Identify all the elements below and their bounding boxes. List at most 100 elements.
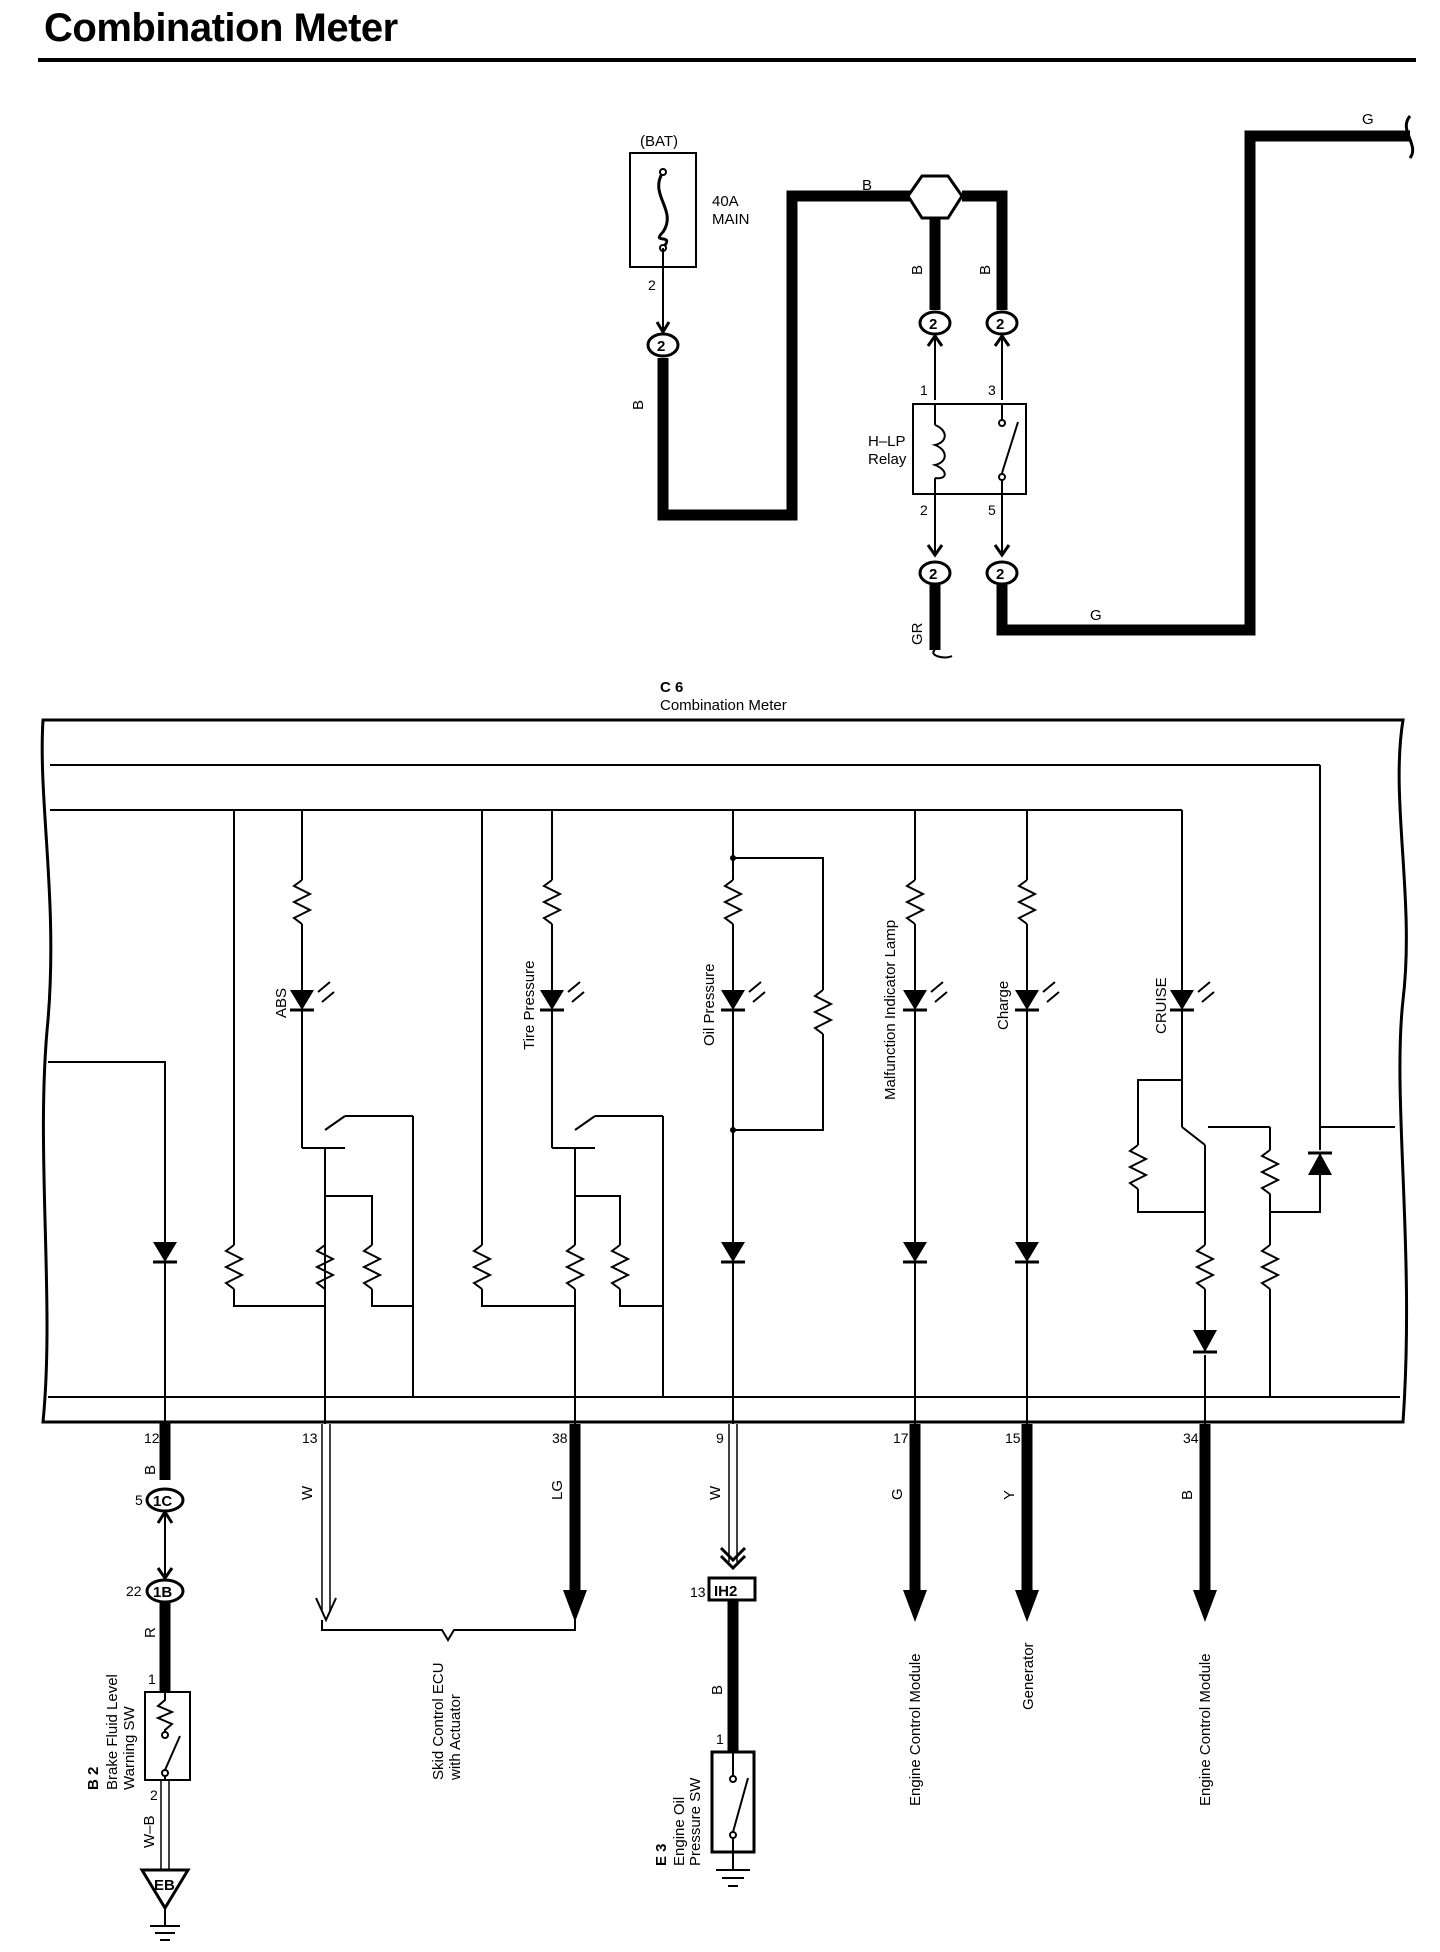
connector-label: 2 <box>996 316 1004 333</box>
relay-switch-icon <box>998 404 1019 494</box>
relay-pin: 1 <box>920 382 928 398</box>
connector-chevron <box>655 321 671 335</box>
connector-icon <box>145 1578 185 1604</box>
wire-color: Y <box>1001 1490 1018 1500</box>
fuse-pin: 2 <box>648 277 656 293</box>
destination-label: Generator <box>1020 1642 1037 1710</box>
lamp-label: Oil Pressure <box>701 963 718 1046</box>
ground-icon <box>150 1908 180 1941</box>
wire-color: W <box>299 1485 316 1500</box>
bat-label: (BAT) <box>640 133 678 150</box>
fuse-icon <box>657 168 669 252</box>
wire-color: LG <box>549 1480 566 1500</box>
terminal-9: 9 W <box>707 1424 747 1571</box>
lamp-charge: Charge <box>995 810 1060 1242</box>
connector-pin: 22 <box>126 1583 142 1599</box>
wire-color: B <box>909 265 926 275</box>
lamp-oil-pressure: Oil Pressure <box>701 810 834 1242</box>
meter-circuitry <box>223 810 1321 1424</box>
connector-label: 1C <box>153 1493 172 1510</box>
wire-color: B <box>630 400 647 410</box>
connector-label: IH2 <box>714 1583 737 1600</box>
component-code: E 3 <box>653 1843 670 1866</box>
lamp-label: Charge <box>995 981 1012 1030</box>
terminal-pin: 12 <box>144 1430 160 1446</box>
wire-color: R <box>142 1627 159 1638</box>
wire-color: GR <box>909 622 926 645</box>
relay-name: H–LP <box>868 433 906 450</box>
terminal-pin: 15 <box>1005 1430 1021 1446</box>
terminal-pin: 17 <box>893 1430 909 1446</box>
brake-switch-icon <box>155 1692 181 1780</box>
wire-color: B <box>977 265 994 275</box>
connector-icon <box>918 560 952 586</box>
lamp-abs: ABS <box>273 810 335 1130</box>
connector-pin: 13 <box>690 1584 706 1600</box>
terminal-38: 38 LG <box>549 1424 587 1622</box>
page-title: Combination Meter <box>44 6 398 50</box>
wire-g <box>996 130 1410 636</box>
connector-label: 2 <box>929 316 937 333</box>
ground-icon <box>716 1852 750 1887</box>
ground-label: EB <box>154 1877 175 1894</box>
ground-point-icon <box>139 1868 191 1911</box>
wire-color: B <box>862 177 872 194</box>
wire-color: B <box>142 1465 159 1475</box>
component-name: Brake Fluid Level <box>104 1674 121 1790</box>
relay-name: Relay <box>868 451 907 468</box>
lamp-label: Tire Pressure <box>521 961 538 1050</box>
oil-pressure-branch: 13 IH2 B 1 E 3 Engine Oil Pressure SW <box>653 1576 757 1887</box>
wire-color: G <box>1362 111 1374 128</box>
relay-coil-icon <box>931 404 946 494</box>
connector-label: 1B <box>153 1584 172 1601</box>
skid-brace: Skid Control ECU with Actuator <box>321 1620 576 1781</box>
fuse-rating: 40A <box>712 193 739 210</box>
relay-box <box>912 403 1027 495</box>
connector-icon <box>646 332 680 358</box>
connector-label: 2 <box>657 338 665 355</box>
terminal-17: 17 G <box>889 1424 927 1622</box>
terminal-pin: 13 <box>302 1430 318 1446</box>
connector-label: 2 <box>929 566 937 583</box>
component-name: Engine Oil <box>671 1797 688 1866</box>
lamp-mil: Malfunction Indicator Lamp <box>882 810 948 1242</box>
meter-diodes <box>153 1151 1332 1424</box>
terminal-13: 13 W <box>299 1424 337 1623</box>
lamp-tire-pressure: Tire Pressure <box>521 810 585 1130</box>
terminal-pin: 38 <box>552 1430 568 1446</box>
destination-label: Engine Control Module <box>1197 1653 1214 1806</box>
oil-switch-icon <box>729 1752 749 1852</box>
component-code: B 2 <box>85 1767 102 1790</box>
terminal-pin: 9 <box>716 1430 724 1446</box>
terminal-15: 15 Y <box>1001 1424 1039 1622</box>
meter-outline <box>40 718 1409 1424</box>
title-rule <box>38 58 1416 62</box>
meter-section: C 6 Combination Meter <box>40 679 1409 1424</box>
lamp-cruise: CRUISE <box>1153 810 1215 1080</box>
destination-label: Skid Control ECU <box>430 1662 447 1780</box>
lamp-label: Malfunction Indicator Lamp <box>882 920 899 1100</box>
connector-icon <box>985 560 1019 586</box>
connector-label: 2 <box>996 566 1004 583</box>
switch-pin: 1 <box>148 1671 156 1687</box>
component-name: Pressure SW <box>687 1777 704 1866</box>
relay-pin: 3 <box>988 382 996 398</box>
junction-icon <box>906 174 964 220</box>
wire-b-main <box>657 190 920 521</box>
power-section: (BAT) 40A MAIN 2 2 B B B B 2 2 1 3 <box>629 111 1415 659</box>
relay-pin: 2 <box>920 502 928 518</box>
terminal-12: 12 B <box>142 1422 171 1480</box>
destination-label: Engine Control Module <box>907 1653 924 1806</box>
terminal-pin: 34 <box>1183 1430 1199 1446</box>
wire-color: W–B <box>141 1815 158 1848</box>
wire-color: G <box>1090 607 1102 624</box>
relay-pin: 5 <box>988 502 996 518</box>
destination-label: with Actuator <box>447 1694 464 1781</box>
switch-box <box>144 1691 191 1781</box>
switch-pin: 1 <box>716 1731 724 1747</box>
lamp-label: CRUISE <box>1153 977 1170 1034</box>
lamp-label: ABS <box>273 988 290 1018</box>
terminal-34: 34 B <box>1179 1424 1217 1622</box>
wire-color: G <box>889 1488 906 1500</box>
